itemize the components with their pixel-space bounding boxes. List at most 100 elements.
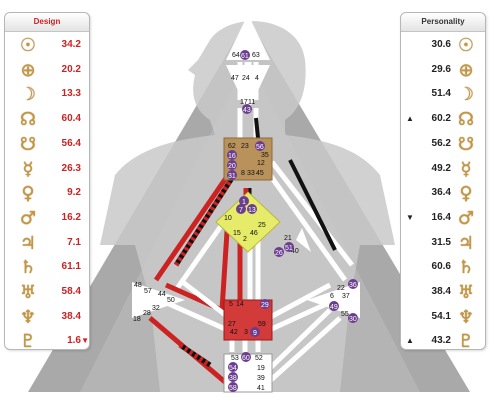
personality-value: 30.6	[431, 39, 451, 50]
svg-text:26: 26	[275, 250, 283, 257]
design-value: 7.1	[67, 236, 81, 248]
svg-text:40: 40	[291, 248, 299, 255]
svg-text:59: 59	[258, 321, 266, 328]
design-row: ♆38.4	[5, 306, 89, 330]
svg-text:29: 29	[261, 302, 269, 309]
personality-value: 56.2	[431, 137, 451, 149]
svg-text:38: 38	[229, 375, 237, 382]
direction-marker: ▲	[406, 114, 414, 124]
svg-text:30: 30	[349, 316, 357, 323]
svg-text:23: 23	[241, 143, 249, 150]
jupiter-icon: ♃	[19, 232, 37, 254]
svg-text:52: 52	[255, 355, 263, 362]
personality-row: ☋56.2	[401, 133, 485, 157]
personality-panel: Personality ☉30.6⊕29.6☽51.4☊60.2▲☋56.2☿4…	[400, 12, 486, 353]
sun-icon: ☉	[457, 35, 475, 56]
personality-value: 51.4	[431, 88, 451, 100]
personality-row: ☉ 30.6	[401, 34, 485, 58]
design-value: 9.2	[67, 187, 81, 199]
earth-icon: ⊕	[20, 59, 36, 81]
personality-value: 43.2	[431, 335, 451, 347]
design-row: ☊ 60.4	[5, 108, 89, 132]
design-value: 13.3	[61, 88, 81, 100]
design-panel: Design ☉34.2⊕ 20.2 ☽ 13.3 ☊ 60.4 ☋56.4☿26.3♀ 9.…	[4, 12, 90, 352]
neptune-icon: ♆	[457, 306, 475, 328]
svg-text:27: 27	[228, 321, 236, 328]
active-gate-markers: 61 43 56 16 20 31 1 7 13 51 26 36 49 30 …	[227, 50, 358, 392]
personality-value: 16.4	[431, 211, 451, 223]
design-value: 1.6	[67, 335, 81, 347]
svg-text:3: 3	[244, 329, 248, 336]
svg-text:36: 36	[349, 282, 357, 289]
svg-text:13: 13	[248, 207, 256, 214]
ajna-center	[226, 65, 270, 112]
svg-text:61: 61	[241, 53, 249, 60]
direction-marker: ▼	[406, 212, 414, 222]
svg-text:20: 20	[228, 163, 236, 170]
svg-text:64: 64	[232, 52, 240, 59]
svg-text:11: 11	[248, 99, 255, 106]
svg-text:33: 33	[247, 170, 255, 177]
design-row: ♅58.4	[5, 281, 89, 305]
svg-text:41: 41	[257, 385, 265, 392]
north-node-icon: ☊	[20, 109, 36, 131]
sun-icon: ☉	[19, 35, 37, 56]
saturn-icon: ♄	[19, 257, 37, 279]
svg-text:16: 16	[228, 153, 236, 160]
svg-text:28: 28	[143, 310, 151, 317]
personality-value: 60.2	[431, 113, 451, 125]
design-row: ♃ 7.1	[5, 232, 89, 256]
design-row: ☿26.3	[5, 158, 89, 182]
g-center	[215, 191, 281, 253]
north-node-icon: ☊	[458, 109, 474, 131]
svg-text:32: 32	[152, 305, 160, 312]
mercury-icon: ☿	[460, 158, 472, 180]
design-row: ♇1.6▼	[5, 330, 89, 354]
svg-text:39: 39	[257, 375, 265, 382]
personality-value: 49.2	[431, 162, 451, 174]
svg-text:9: 9	[253, 330, 257, 337]
moon-icon: ☽	[19, 84, 37, 106]
design-row: ☽ 13.3	[5, 83, 89, 107]
direction-marker: ▼	[81, 336, 89, 346]
svg-text:44: 44	[158, 291, 166, 298]
design-value: 61.1	[61, 261, 81, 273]
personality-row: ♆54.1	[401, 306, 485, 330]
design-row: ♂16.2	[5, 207, 89, 231]
svg-text:22: 22	[337, 285, 345, 292]
design-value: 20.2	[61, 63, 81, 75]
earth-icon: ⊕	[458, 59, 474, 81]
svg-text:57: 57	[144, 288, 152, 295]
personality-value: 38.4	[431, 286, 451, 297]
design-row: ♀ 9.2	[5, 182, 89, 206]
svg-text:46: 46	[250, 230, 258, 237]
design-title: Design	[5, 13, 89, 32]
design-row: ☋56.4	[5, 133, 89, 157]
venus-icon: ♀	[21, 183, 35, 205]
svg-text:10: 10	[224, 215, 232, 222]
svg-text:21: 21	[284, 235, 292, 242]
personality-row: ♄60.6	[401, 256, 485, 280]
pluto-icon: ♇	[457, 331, 475, 353]
design-row: ☉34.2	[5, 34, 89, 58]
uranus-icon: ♅	[457, 282, 475, 303]
south-node-icon: ☋	[20, 133, 36, 155]
svg-text:48: 48	[134, 282, 142, 289]
design-value: 26.3	[61, 162, 81, 174]
svg-text:37: 37	[342, 293, 350, 300]
venus-icon: ♀	[459, 183, 473, 205]
design-row: ♄ 61.1	[5, 256, 89, 280]
direction-marker: ▲	[406, 336, 414, 346]
solar-plexus-center	[307, 282, 360, 318]
svg-text:58: 58	[229, 385, 237, 392]
svg-text:31: 31	[228, 173, 236, 180]
design-row: ⊕ 20.2	[5, 59, 89, 83]
svg-text:53: 53	[231, 355, 239, 362]
svg-text:14: 14	[236, 301, 244, 308]
design-value: 60.4	[61, 113, 81, 125]
personality-row: ☽51.4	[401, 83, 485, 107]
head-center	[226, 14, 270, 60]
svg-text:18: 18	[133, 316, 141, 323]
svg-text:7: 7	[239, 207, 243, 214]
svg-text:24: 24	[242, 75, 250, 82]
